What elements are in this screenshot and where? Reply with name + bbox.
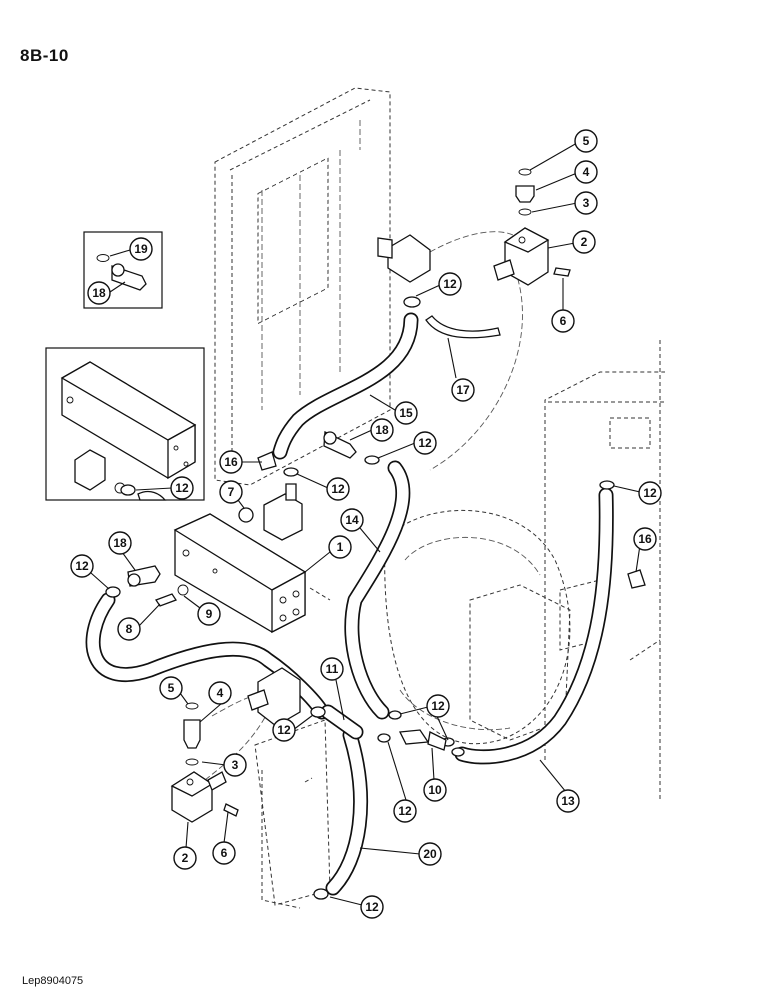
svg-text:16: 16 xyxy=(638,532,652,546)
svg-text:9: 9 xyxy=(206,607,213,621)
callout-18-mid: 18 xyxy=(370,418,394,442)
connection-guide-lines xyxy=(204,231,523,909)
svg-text:8: 8 xyxy=(126,622,133,636)
callout-12-d: 12 xyxy=(272,718,296,742)
callout-11: 11 xyxy=(320,657,344,681)
callout-8: 8 xyxy=(117,617,141,641)
svg-text:2: 2 xyxy=(182,851,189,865)
valve-block-bottom xyxy=(170,667,301,823)
callout-16-right: 16 xyxy=(633,527,657,551)
svg-text:14: 14 xyxy=(345,513,359,527)
hose-clips-16 xyxy=(257,451,646,589)
callout-2-bottom: 2 xyxy=(173,846,197,870)
svg-text:12: 12 xyxy=(643,486,657,500)
hoses xyxy=(85,312,614,896)
hose-strap-17 xyxy=(425,315,501,339)
callout-6-bottom: 6 xyxy=(212,841,236,865)
svg-text:12: 12 xyxy=(443,277,457,291)
callout-12-b: 12 xyxy=(413,431,437,455)
svg-text:18: 18 xyxy=(113,536,127,550)
callout-3-top: 3 xyxy=(574,191,598,215)
drawing-reference-code: Lep8904075 xyxy=(22,975,84,987)
svg-text:17: 17 xyxy=(456,383,470,397)
svg-text:5: 5 xyxy=(168,681,175,695)
top-elbow-fitting xyxy=(377,234,431,283)
callout-19: 19 xyxy=(129,237,153,261)
callout-3-bottom: 3 xyxy=(223,753,247,777)
svg-text:3: 3 xyxy=(232,758,239,772)
svg-text:12: 12 xyxy=(431,699,445,713)
svg-text:16: 16 xyxy=(224,455,238,469)
svg-text:6: 6 xyxy=(221,846,228,860)
svg-text:7: 7 xyxy=(228,485,235,499)
callout-2-top: 2 xyxy=(572,230,596,254)
callout-12-c: 12 xyxy=(326,477,350,501)
callout-12-inset: 12 xyxy=(170,476,194,500)
svg-text:18: 18 xyxy=(375,423,389,437)
callout-17: 17 xyxy=(451,378,475,402)
svg-text:12: 12 xyxy=(75,559,89,573)
svg-text:12: 12 xyxy=(277,723,291,737)
callout-1: 1 xyxy=(328,535,352,559)
inset-box-manifold xyxy=(45,347,205,501)
svg-text:2: 2 xyxy=(581,235,588,249)
svg-text:18: 18 xyxy=(92,286,106,300)
svg-text:11: 11 xyxy=(326,662,339,676)
valve-block-top xyxy=(493,227,571,286)
svg-text:10: 10 xyxy=(428,783,442,797)
callout-14: 14 xyxy=(340,508,364,532)
adapter-fittings xyxy=(127,431,447,751)
svg-text:4: 4 xyxy=(583,165,590,179)
callout-5-bottom: 5 xyxy=(159,676,183,700)
svg-text:15: 15 xyxy=(399,406,413,420)
svg-text:12: 12 xyxy=(398,804,412,818)
svg-text:5: 5 xyxy=(583,134,590,148)
callout-5-top: 5 xyxy=(574,129,598,153)
svg-text:12: 12 xyxy=(418,436,432,450)
callout-18-inset: 18 xyxy=(87,281,111,305)
seal-and-fitting-bottom xyxy=(183,702,201,766)
callout-12-g: 12 xyxy=(360,895,384,919)
callout-20: 20 xyxy=(418,842,442,866)
page-title: 8B-10 xyxy=(20,46,69,65)
callout-15: 15 xyxy=(394,401,418,425)
svg-text:12: 12 xyxy=(175,481,189,495)
svg-text:1: 1 xyxy=(337,540,344,554)
callout-7: 7 xyxy=(219,480,243,504)
callout-9: 9 xyxy=(197,602,221,626)
svg-text:13: 13 xyxy=(561,794,575,808)
svg-text:6: 6 xyxy=(560,314,567,328)
callout-12-f: 12 xyxy=(393,799,417,823)
svg-text:12: 12 xyxy=(331,482,345,496)
svg-text:12: 12 xyxy=(365,900,379,914)
callout-13: 13 xyxy=(556,789,580,813)
manifold-block xyxy=(173,513,331,634)
leader-lines xyxy=(90,142,641,906)
engine-block-outline xyxy=(384,340,665,800)
radiator-panel-outline xyxy=(214,87,391,486)
callout-4-top: 4 xyxy=(574,160,598,184)
callout-18-left: 18 xyxy=(108,531,132,555)
callout-4-bottom: 4 xyxy=(208,681,232,705)
seal-and-fitting-top xyxy=(515,168,535,216)
callout-16-left: 16 xyxy=(219,450,243,474)
callout-6-top: 6 xyxy=(551,309,575,333)
inset-box-19-18 xyxy=(83,231,163,309)
svg-text:20: 20 xyxy=(423,847,437,861)
svg-text:4: 4 xyxy=(217,686,224,700)
callout-12-right: 12 xyxy=(638,481,662,505)
svg-text:3: 3 xyxy=(583,196,590,210)
callout-12-e: 12 xyxy=(426,694,450,718)
callout-12-left: 12 xyxy=(70,554,94,578)
callout-12-a: 12 xyxy=(438,272,462,296)
svg-text:19: 19 xyxy=(134,242,148,256)
callout-10: 10 xyxy=(423,778,447,802)
